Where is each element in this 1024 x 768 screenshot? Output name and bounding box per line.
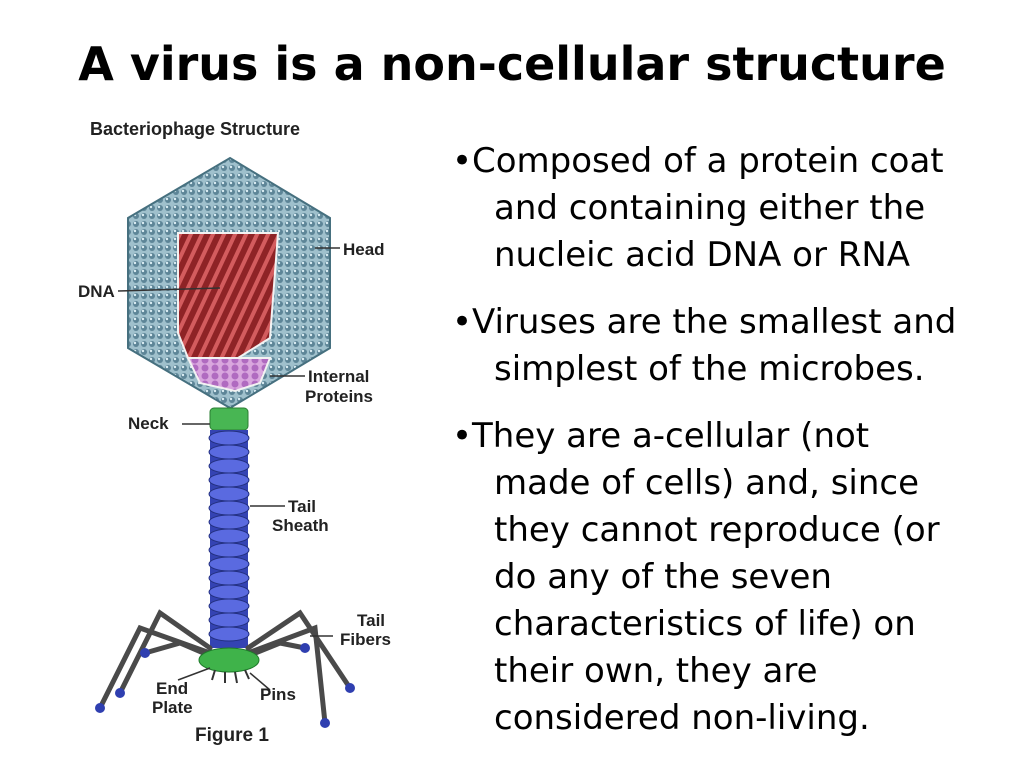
bullet-list: • Composed of a protein coat and contain… — [452, 138, 1012, 762]
tail-fibers — [97, 609, 353, 726]
bullet-marker: • — [452, 141, 473, 181]
bullet-item: • Composed of a protein coat and contain… — [452, 138, 1012, 279]
bullet-item: • Viruses are the smallest and simplest … — [452, 299, 1012, 393]
bullet-marker: • — [452, 302, 473, 342]
bullet-line: simplest of the microbes. — [494, 349, 925, 389]
label-tail-fibers-2: Fibers — [340, 630, 392, 649]
label-tail-sheath-2: Sheath — [272, 516, 329, 535]
bullet-line: and containing either the — [494, 188, 926, 228]
bullet-line: they cannot reproduce (or — [494, 510, 940, 550]
slide-title: A virus is a non-cellular structure — [78, 37, 946, 91]
label-dna: DNA — [78, 282, 115, 301]
bullet-line: do any of the seven — [494, 557, 832, 597]
label-neck: Neck — [128, 414, 169, 433]
figure-caption: Figure 1 — [195, 725, 269, 746]
dna-cutaway — [177, 232, 280, 359]
label-head: Head — [343, 240, 385, 259]
bullet-line: Viruses are the smallest and — [472, 302, 957, 342]
bullet-marker: • — [452, 416, 473, 456]
bullet-line: considered non-living. — [494, 698, 870, 738]
leader-lines — [117, 247, 340, 691]
neck — [209, 407, 249, 431]
label-tail-sheath-1: Tail — [288, 497, 317, 516]
label-end-plate-2: Plate — [152, 698, 193, 717]
fiber-tips — [95, 643, 355, 728]
bacteriophage-illustration — [95, 156, 355, 728]
bullet-line: nucleic acid DNA or RNA — [494, 235, 911, 275]
bacteriophage-figure: Bacteriophage Structure Head DNA Interna… — [60, 108, 440, 758]
end-plate — [198, 647, 260, 673]
bullet-item: • They are a-cellular (not made of cells… — [452, 413, 1012, 742]
bullet-line: Composed of a protein coat — [472, 141, 944, 181]
bullet-line: made of cells) and, since — [494, 463, 920, 503]
label-internal-proteins-2: Proteins — [305, 387, 374, 406]
internal-proteins — [186, 357, 272, 393]
label-tail-fibers-1: Tail — [357, 611, 386, 630]
bullet-line: their own, they are — [494, 651, 818, 691]
label-end-plate-1: End — [156, 679, 189, 698]
label-internal-proteins-1: Internal — [308, 367, 370, 386]
figure-heading: Bacteriophage Structure — [90, 119, 301, 139]
label-pins: Pins — [260, 685, 296, 704]
bullet-line: They are a-cellular (not — [472, 416, 870, 456]
pins — [211, 669, 250, 684]
tail-sheath — [208, 430, 250, 648]
bullet-line: characteristics of life) on — [494, 604, 916, 644]
